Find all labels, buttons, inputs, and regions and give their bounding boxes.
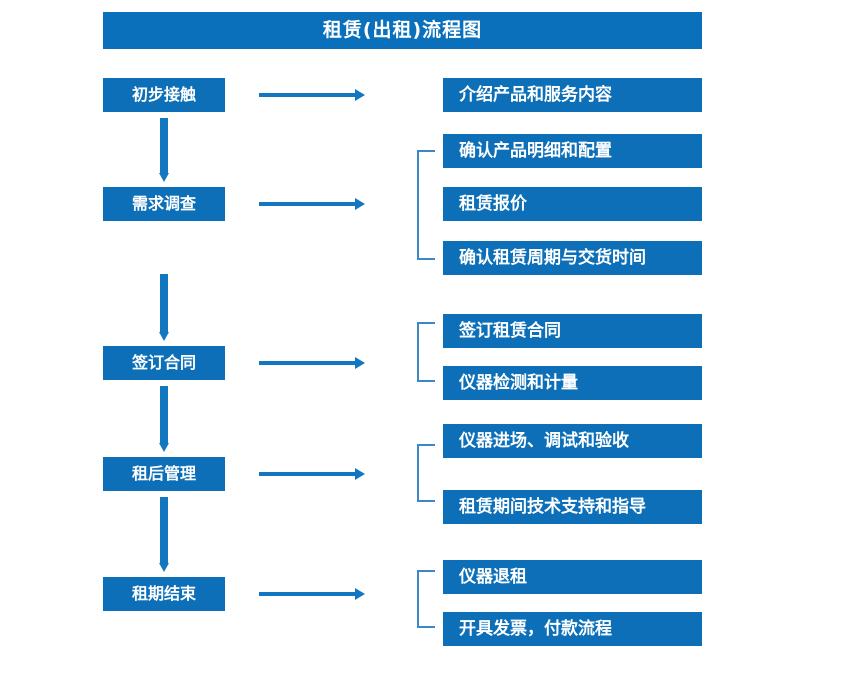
detail-box-6[interactable]: 仪器检测和计量 [443,366,702,400]
detail-box-1[interactable]: 介绍产品和服务内容 [443,78,702,112]
down-arrow-icon-3 [159,386,169,452]
arrow-shaft [259,202,357,206]
detail-box-7[interactable]: 仪器进场、调试和验收 [443,424,702,458]
arrow-head [159,563,169,572]
stage-box-1[interactable]: 初步接触 [103,78,225,112]
stage-box-3[interactable]: 签订合同 [103,346,225,380]
detail-box-label: 仪器进场、调试和验收 [459,430,629,451]
right-arrow-icon-1 [259,89,365,101]
down-arrow-icon-4 [159,497,169,572]
arrow-head [355,468,365,480]
arrow-head [159,332,169,341]
stage-box-label: 初步接触 [131,85,196,104]
detail-box-4[interactable]: 确认租赁周期与交货时间 [443,241,702,275]
arrow-shaft [259,361,357,365]
detail-box-label: 租赁报价 [459,193,527,214]
group-bracket-2 [417,322,435,382]
arrow-head [355,89,365,101]
detail-box-8[interactable]: 租赁期间技术支持和指导 [443,490,702,524]
group-bracket-3 [417,444,435,502]
detail-box-9[interactable]: 仪器退租 [443,560,702,594]
diagram-title-banner: 租赁(出租)流程图 [103,12,702,49]
stage-box-label: 签订合同 [131,353,196,372]
arrow-shaft [259,472,357,476]
stage-box-label: 租后管理 [131,464,196,483]
arrow-head [159,173,169,182]
right-arrow-icon-2 [259,198,365,210]
detail-box-label: 签订租赁合同 [459,320,561,341]
detail-box-label: 仪器检测和计量 [459,372,578,393]
page-title: 租赁(出租)流程图 [322,19,483,41]
detail-box-10[interactable]: 开具发票，付款流程 [443,612,702,646]
detail-box-2[interactable]: 确认产品明细和配置 [443,134,702,168]
detail-box-label: 仪器退租 [459,566,527,587]
stage-box-label: 租期结束 [131,584,196,603]
detail-box-label: 确认产品明细和配置 [459,140,612,161]
group-bracket-4 [417,570,435,628]
stage-box-2[interactable]: 需求调查 [103,187,225,221]
arrow-head [355,357,365,369]
arrow-head [355,198,365,210]
detail-box-5[interactable]: 签订租赁合同 [443,314,702,348]
stage-box-4[interactable]: 租后管理 [103,457,225,491]
right-arrow-icon-3 [259,357,365,369]
detail-box-label: 开具发票，付款流程 [459,618,612,639]
arrow-shaft [259,93,357,97]
detail-box-3[interactable]: 租赁报价 [443,187,702,221]
detail-box-label: 租赁期间技术支持和指导 [459,496,646,517]
arrow-shaft [259,592,357,596]
arrow-head [159,443,169,452]
right-arrow-icon-4 [259,468,365,480]
stage-box-5[interactable]: 租期结束 [103,577,225,611]
group-bracket-1 [417,150,435,260]
right-arrow-icon-5 [259,588,365,600]
down-arrow-icon-2 [159,274,169,341]
arrow-shaft [160,386,168,443]
arrow-shaft [160,274,168,332]
arrow-shaft [160,118,168,173]
down-arrow-icon-1 [159,118,169,182]
detail-box-label: 确认租赁周期与交货时间 [459,247,646,268]
detail-box-label: 介绍产品和服务内容 [459,84,612,105]
arrow-shaft [160,497,168,563]
stage-box-label: 需求调查 [131,194,196,213]
arrow-head [355,588,365,600]
